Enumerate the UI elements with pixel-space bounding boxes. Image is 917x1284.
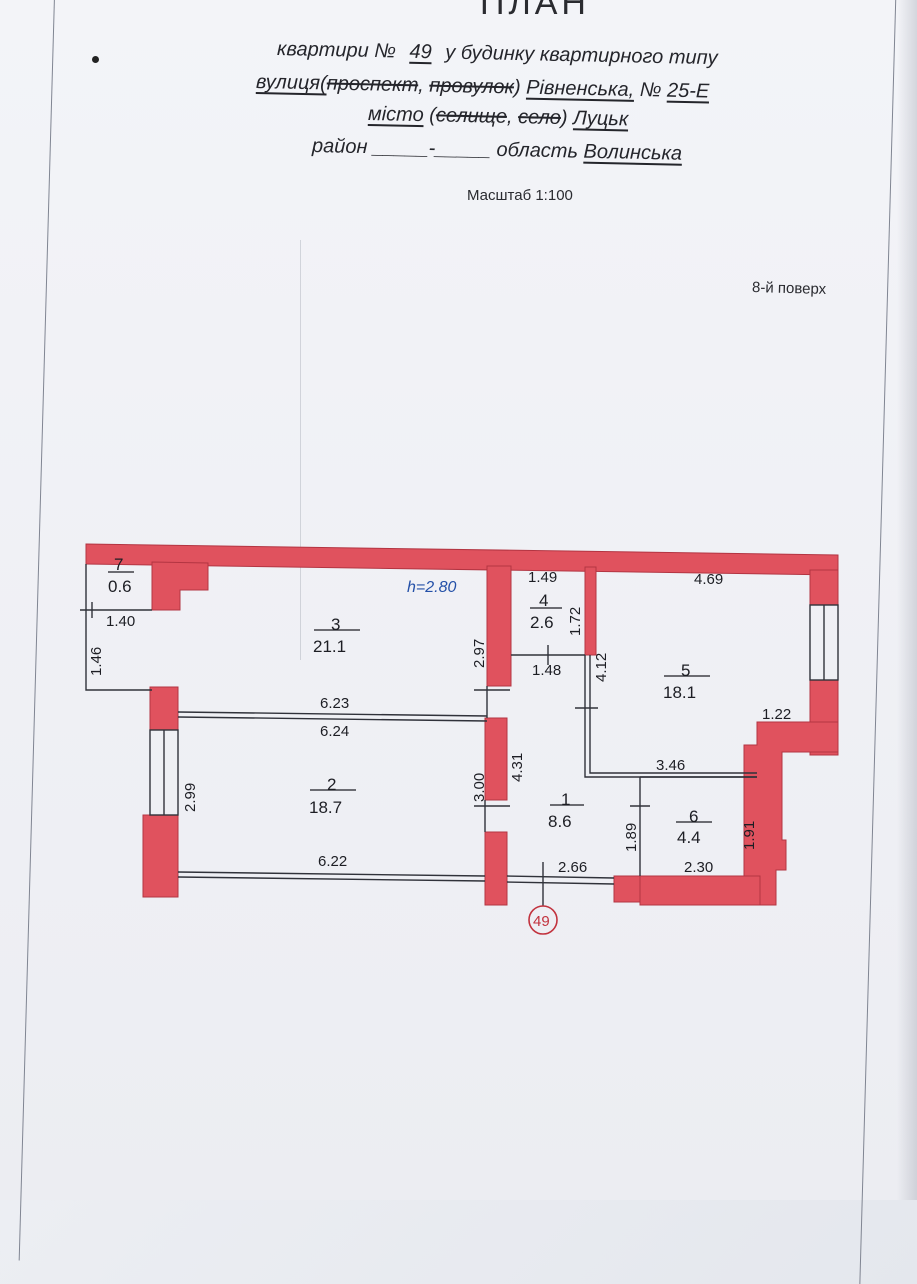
room2-area: 18.7 [309, 798, 342, 817]
dim-1-40: 1.40 [106, 613, 135, 630]
dim-1-89: 1.89 [623, 823, 640, 852]
line-partition-3-2b [177, 716, 488, 722]
scale-label: Масштаб 1:100 [467, 187, 573, 204]
dim-4-12: 4.12 [593, 653, 610, 682]
dim-2-99: 2.99 [182, 783, 199, 812]
dim-1-48: 1.48 [532, 662, 561, 679]
ceiling-height: h=2.80 [407, 579, 456, 596]
wall-right-step [743, 721, 839, 906]
room7-area: 0.6 [108, 577, 132, 596]
dim-2-30: 2.30 [684, 859, 713, 876]
room4-number: 4 [539, 591, 548, 610]
line-partition-3-2a [177, 711, 488, 717]
wall-3-4 [486, 565, 512, 687]
line-room5-left-b [589, 655, 757, 774]
wall-room7-pier [151, 561, 209, 611]
line-room2-bottom-b [177, 876, 486, 882]
dim-2-97: 2.97 [471, 639, 488, 668]
wall-left-pier-upper [149, 686, 179, 731]
dim-1-22: 1.22 [762, 706, 791, 723]
dim-1-72: 1.72 [567, 607, 584, 636]
line-corridor-bottom-b [506, 881, 615, 885]
page-fold-shadow [897, 0, 917, 1200]
dim-6-23: 6.23 [320, 695, 349, 712]
apartment-marker-number: 49 [533, 913, 550, 930]
floor-plan: 7 0.6 3 21.1 4 2.6 5 18.1 2 18.7 1 8.6 6… [80, 543, 839, 935]
dim-4-69: 4.69 [694, 571, 723, 588]
line-room2-bottom-a [177, 871, 486, 877]
room1-number: 1 [561, 790, 570, 809]
plan-title: ПЛАН [480, 0, 590, 22]
line-corridor-bottom [506, 875, 615, 879]
room5-number: 5 [681, 661, 690, 680]
room3-number: 3 [331, 615, 340, 634]
line-room7 [85, 564, 152, 691]
dim-1-91: 1.91 [741, 821, 758, 850]
room1-area: 8.6 [548, 812, 572, 831]
dim-2-66: 2.66 [558, 859, 587, 876]
bullet-dot [92, 56, 99, 63]
dim-1-46: 1.46 [88, 647, 105, 676]
wall-left-pier-lower [142, 814, 179, 898]
wall-2-1-lower [484, 831, 508, 906]
dim-6-24: 6.24 [320, 723, 349, 740]
room7-number: 7 [114, 555, 123, 574]
wall-2-1-upper [484, 717, 508, 801]
wall-room6-bottom [639, 875, 761, 906]
dim-3-46: 3.46 [656, 757, 685, 774]
paper-edge-shadow [300, 240, 301, 660]
dim-3-00: 3.00 [471, 773, 488, 802]
wall-4-5 [584, 566, 597, 656]
wall-room6-corner [613, 875, 641, 903]
dim-1-49: 1.49 [528, 569, 557, 586]
room3-area: 21.1 [313, 637, 346, 656]
room4-area: 2.6 [530, 613, 554, 632]
dim-6-22: 6.22 [318, 853, 347, 870]
room2-number: 2 [327, 775, 336, 794]
wall-right-upper [809, 569, 839, 606]
room5-area: 18.1 [663, 683, 696, 702]
room6-area: 4.4 [677, 828, 701, 847]
apartment-marker-circle [528, 905, 558, 935]
room6-number: 6 [689, 807, 698, 826]
dim-4-31: 4.31 [509, 753, 526, 782]
